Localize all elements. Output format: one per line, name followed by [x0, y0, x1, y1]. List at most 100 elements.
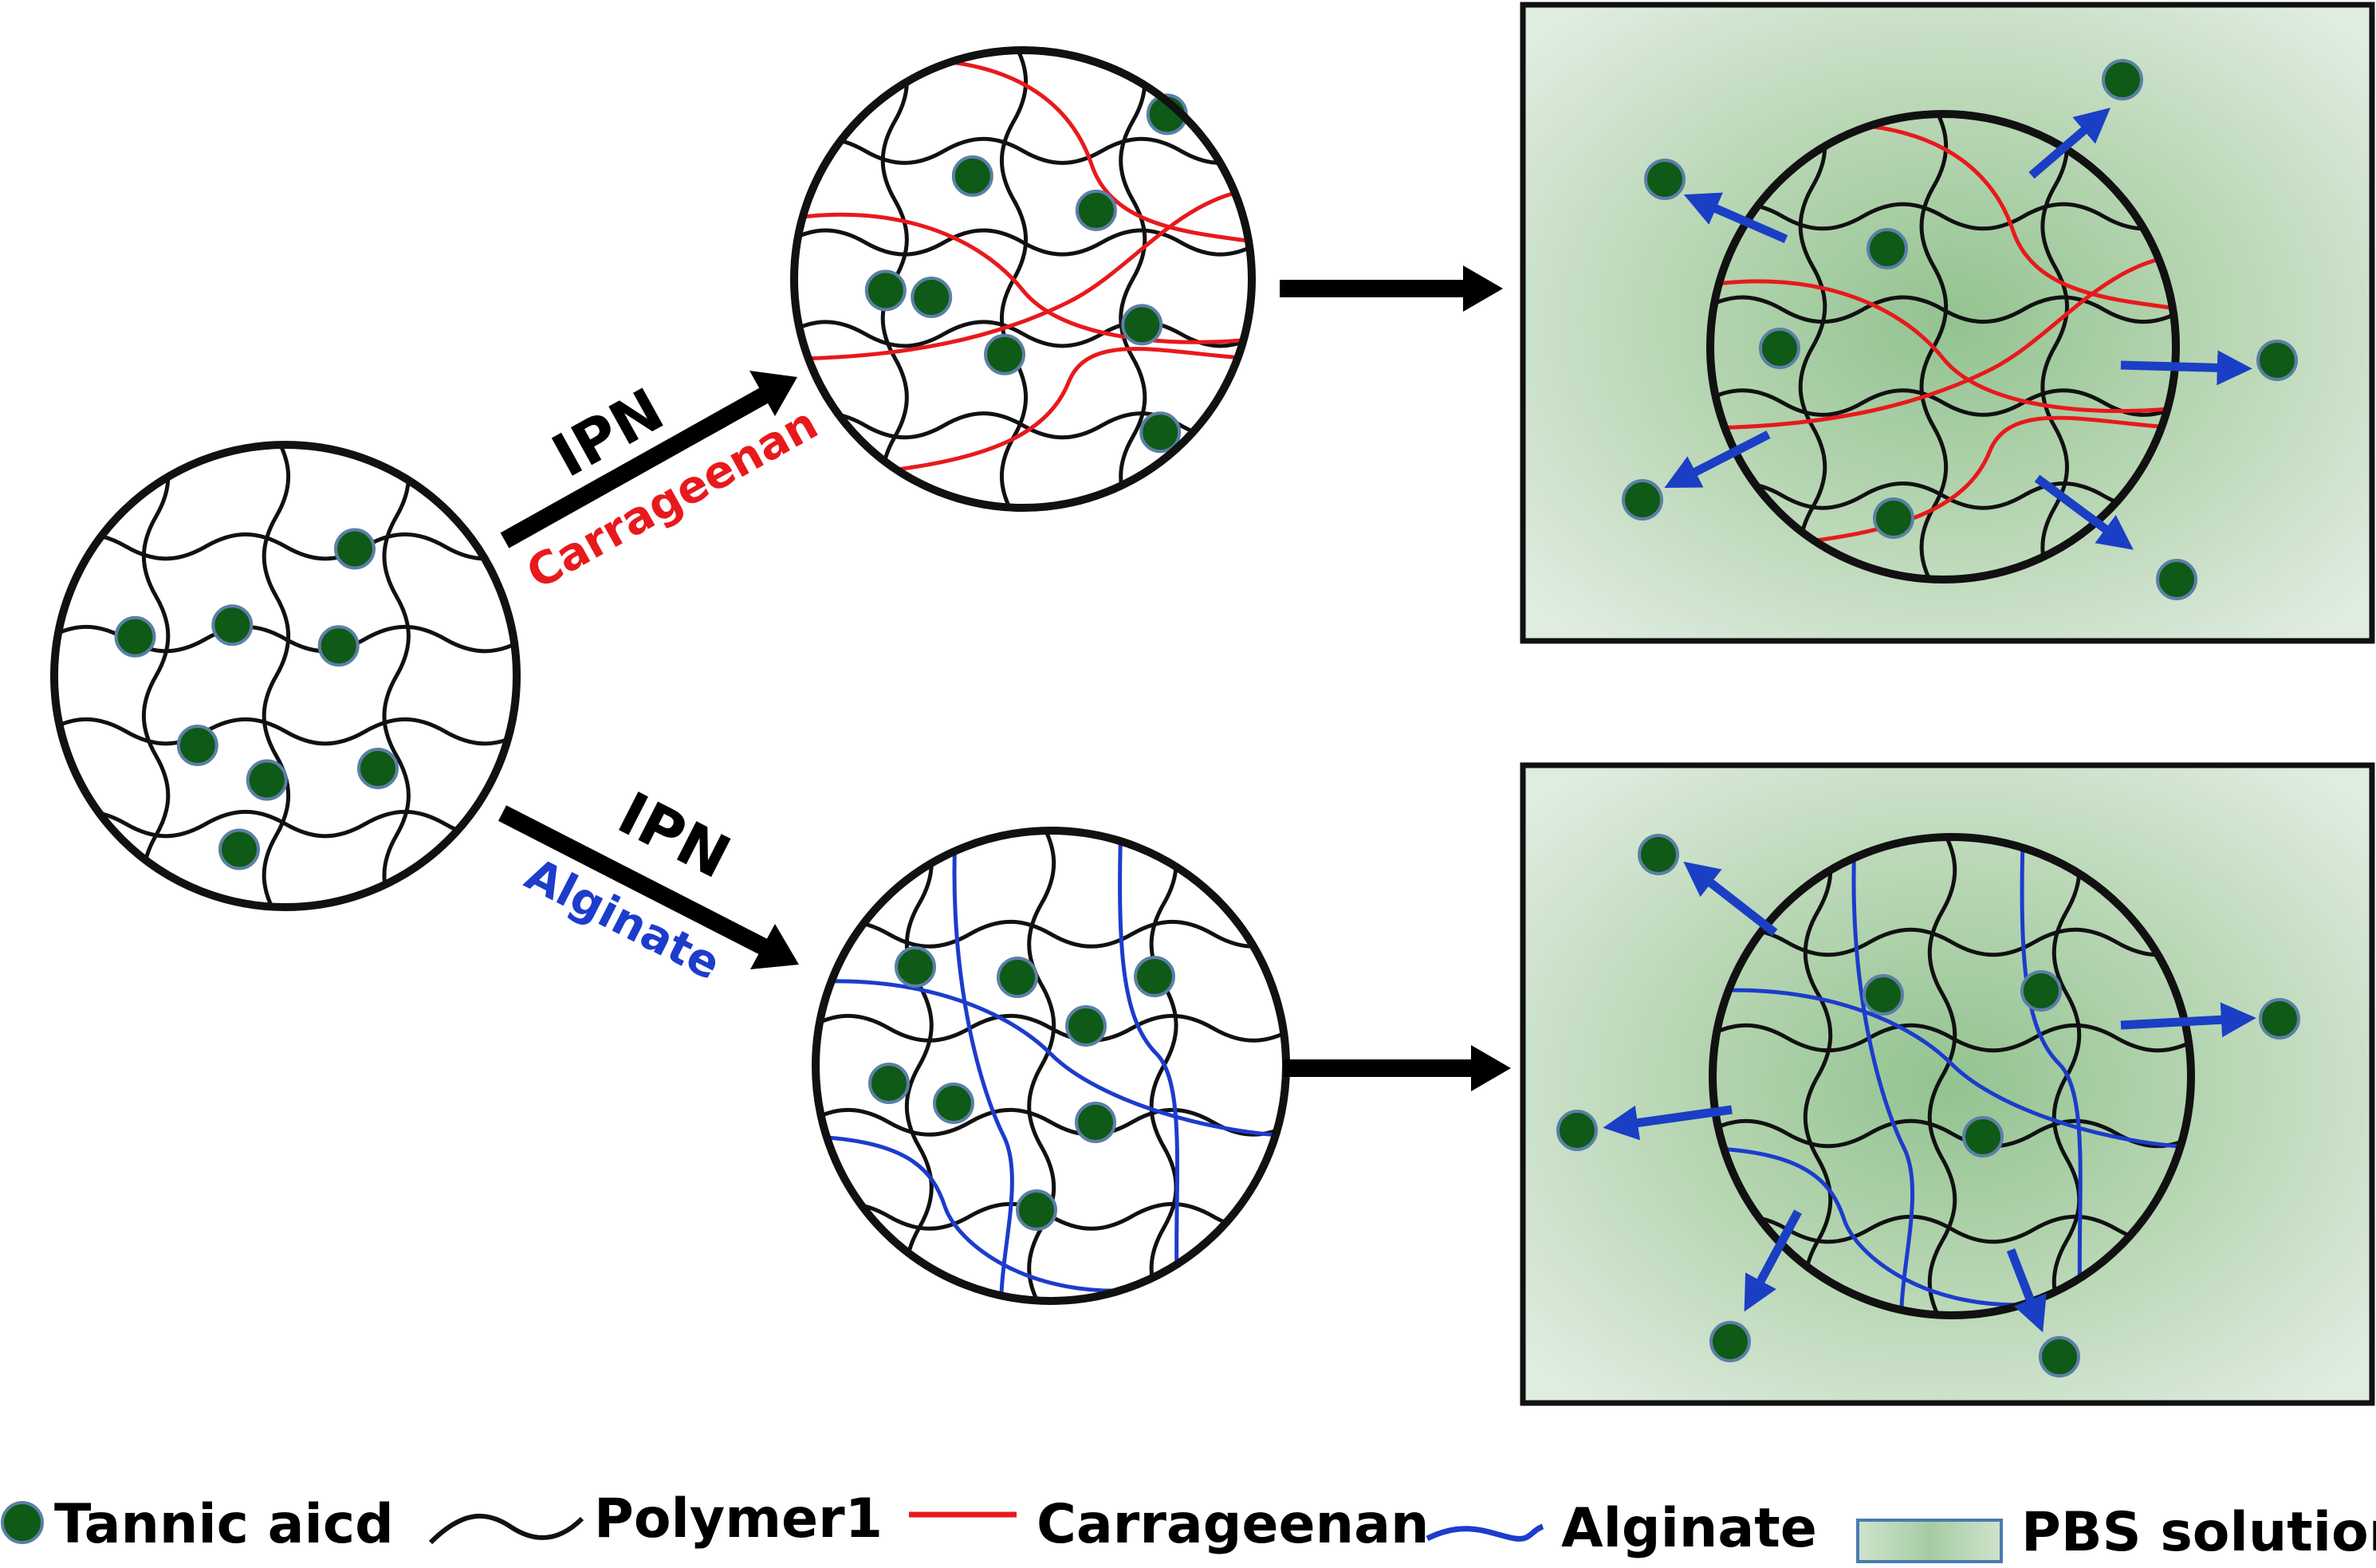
released-tannic-acid-dot [1644, 159, 1686, 200]
released-tannic-acid-dot [1622, 479, 1663, 521]
ipn-arrow-bottom [498, 805, 799, 969]
particle-outline [50, 441, 521, 911]
ipn-arrow-top [500, 371, 797, 548]
carrageenan-strand [797, 212, 1249, 344]
network-strands [797, 53, 1249, 505]
alginate-ipn-network [812, 827, 1290, 1305]
polymer1-strand [1119, 53, 1147, 505]
tannic-acid-dot [864, 269, 907, 312]
carrageenan-strand [797, 185, 1249, 361]
released-tannic-acid-dot [1556, 1110, 1598, 1151]
polymer1-strand [262, 448, 290, 904]
alginate-strand [1118, 834, 1182, 1298]
carrageenan-strand [1713, 279, 2173, 414]
tannic-acid-dot [1863, 974, 1904, 1016]
tannic-acid-dot [1016, 1189, 1057, 1231]
release-arrow [2034, 474, 2134, 550]
process-arrow-bottom [1284, 1045, 1511, 1091]
pbs-box-top [1520, 2, 2375, 644]
release-arrow [1683, 192, 1788, 244]
alginate-ipn-in-pbs [1709, 833, 2195, 1319]
polymer1-strand [1713, 481, 2173, 510]
polymer1-strand [1716, 927, 2188, 957]
legend-pbs-icon [1856, 1519, 2003, 1563]
release-arrow [1664, 430, 1771, 489]
release-arrow [1603, 1105, 1733, 1141]
released-tannic-acid-dot [2256, 340, 2298, 381]
network-strands [1716, 840, 2188, 1312]
polymer1-strand [797, 136, 1249, 165]
polymer1-strand [1713, 202, 2173, 231]
tannic-acid-dot [1121, 304, 1163, 346]
alginate-strand [1716, 988, 2188, 1150]
polymer1-strand [1798, 117, 1827, 576]
polymer1-strand [57, 532, 513, 561]
tannic-acid-dot [984, 333, 1026, 375]
tannic-acid-dot [997, 957, 1038, 998]
legend-pbs-label: PBS solution [2021, 1501, 2376, 1564]
tannic-acid-release [1556, 59, 2300, 1377]
polymer1-strand [819, 919, 1283, 949]
alginate-strand [1851, 840, 1914, 1312]
released-tannic-acid-dot [2259, 998, 2300, 1039]
carrageenan-strand [1713, 251, 2173, 430]
tannic-acid-dot [317, 625, 360, 667]
tannic-acid-dot [933, 1083, 974, 1124]
tannic-acid-dot [246, 759, 288, 801]
legend-alginate-label: Alginate [1561, 1497, 1817, 1560]
initial-polymer1-network [50, 441, 521, 911]
alginate-strand [819, 979, 1283, 1138]
polymer1-strand [1716, 1118, 2188, 1149]
legend-polymer1-icon [428, 1513, 584, 1545]
tannic-acid-dot [1759, 328, 1800, 369]
polymer1-strand [797, 228, 1249, 257]
polymer1-strand [1713, 295, 2173, 324]
legend-polymer1-label: Polymer1 [594, 1487, 883, 1550]
legend-alginate-icon [1426, 1523, 1544, 1542]
polymer1-strand [57, 810, 513, 839]
tannic-acid-dot [357, 748, 399, 789]
polymer1-strand [904, 834, 934, 1298]
tannic-acid-dot [114, 615, 156, 658]
alginate-strand [952, 834, 1014, 1298]
polymer1-strand [819, 1107, 1283, 1137]
alginate-strand [819, 1134, 1146, 1293]
process-arrow-top [1280, 265, 1503, 312]
tannic-acid-dot [868, 1063, 910, 1104]
tannic-acid-dot [218, 828, 260, 870]
legend-tannic-acid-label: Tannic aicd [54, 1493, 394, 1556]
release-arrow [1744, 1209, 1802, 1312]
tannic-acid-dot [334, 528, 376, 570]
released-tannic-acid-dot [1709, 1321, 1751, 1362]
release-arrow [2006, 1248, 2047, 1333]
tannic-acid-dot [1075, 1102, 1116, 1143]
release-arrow [1683, 861, 1778, 937]
network-strands [1713, 117, 2173, 576]
carrageenan-ipn-in-pbs [1706, 110, 2180, 584]
alginate-strand [2020, 840, 2086, 1312]
polymer1-strand [1716, 1023, 2188, 1053]
tannic-acid-dot [211, 604, 254, 646]
tannic-acid-dot [1962, 1116, 2004, 1157]
legend-tannic-acid-icon [1, 1501, 44, 1544]
tannic-acid-dot [1075, 189, 1117, 231]
released-tannic-acid-dot [2102, 59, 2143, 100]
released-tannic-acid-dot [2039, 1336, 2080, 1377]
release-arrow [2028, 108, 2111, 179]
tannic-acid-dot [1139, 411, 1182, 454]
particle-outline [1706, 110, 2180, 584]
tannic-acid-dot [1873, 497, 1914, 539]
carrageenan-strand [1791, 121, 2173, 314]
polymer1-strand [2040, 117, 2069, 576]
polymer1-strand [1927, 840, 1957, 1312]
tannic-acid-dot [2020, 970, 2062, 1012]
particle-outline [790, 46, 1256, 512]
network-strands [57, 448, 513, 904]
tannic-acid-dot [1134, 956, 1175, 997]
polymer1-strand [1803, 840, 1833, 1312]
carrageenan-strand [1780, 415, 2173, 547]
tannic-acid-dot [1867, 228, 1908, 269]
polymer1-strand [57, 717, 513, 746]
polymer1-strand [1713, 388, 2173, 417]
